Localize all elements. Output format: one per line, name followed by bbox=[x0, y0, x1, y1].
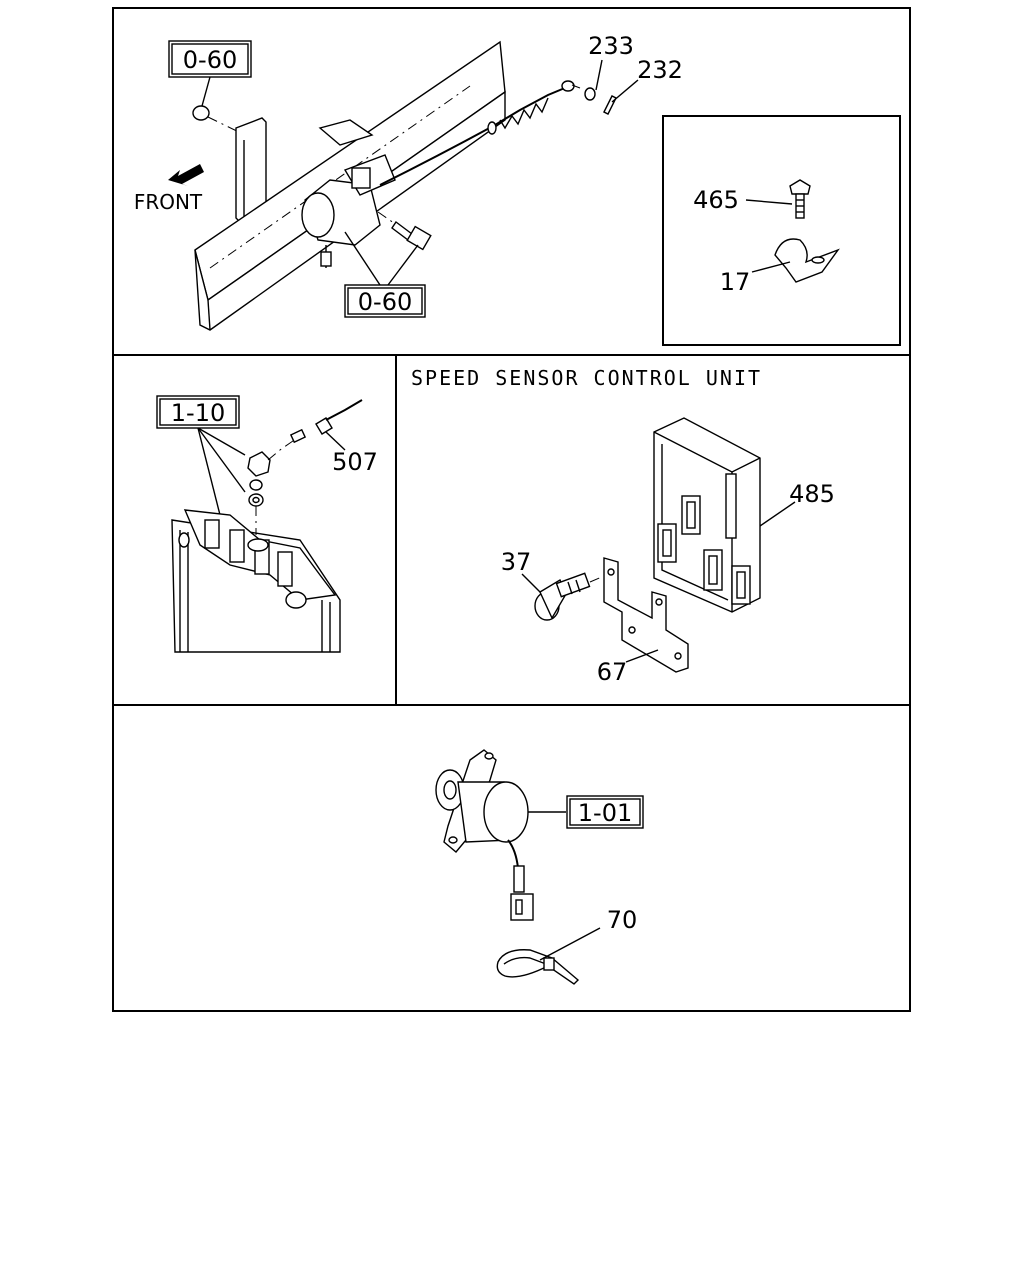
frame-rail-edge bbox=[207, 299, 211, 331]
ref-box-1-01[interactable]: 1-01 bbox=[566, 795, 644, 829]
bracket-67 bbox=[603, 557, 689, 673]
cotter-pin-232 bbox=[603, 95, 617, 115]
sensor-panel: 1-01 70 bbox=[435, 749, 644, 985]
control-unit-title: SPEED SENSOR CONTROL UNIT bbox=[411, 366, 762, 390]
leader-0-60-b bbox=[387, 244, 419, 286]
washer-233 bbox=[584, 87, 596, 101]
cable-tie-70 bbox=[496, 949, 580, 985]
leader-232 bbox=[611, 79, 639, 103]
ref-label-1-10: 1-10 bbox=[171, 399, 225, 427]
leader-70 bbox=[539, 927, 601, 961]
callout-485: 485 bbox=[789, 480, 835, 508]
leader-1-10-b bbox=[197, 427, 246, 493]
front-arrow-icon bbox=[168, 164, 204, 186]
ref-label-1-01: 1-01 bbox=[578, 799, 632, 827]
sensor-wire-507 bbox=[267, 399, 363, 461]
leader-1-10-a bbox=[197, 427, 246, 456]
bolt-0-60 bbox=[377, 211, 432, 251]
temp-sensor bbox=[247, 451, 271, 535]
leader-0-60-a bbox=[344, 231, 381, 286]
throttle-cable bbox=[379, 80, 581, 186]
nut bbox=[192, 105, 210, 121]
callout-465: 465 bbox=[693, 186, 739, 214]
frame-rail-lip bbox=[318, 119, 374, 146]
callout-67: 67 bbox=[597, 658, 628, 686]
speed-sensor-assembly bbox=[301, 154, 396, 268]
callout-233: 233 bbox=[588, 32, 634, 60]
ref-box-0-60-top[interactable]: 0-60 bbox=[168, 40, 252, 78]
callout-507: 507 bbox=[332, 448, 378, 476]
radiator bbox=[171, 509, 341, 653]
leader-233 bbox=[595, 59, 603, 91]
ref-box-1-10[interactable]: 1-10 bbox=[156, 395, 240, 429]
inset-panel: 465 17 bbox=[662, 115, 901, 346]
callout-232: 232 bbox=[637, 56, 683, 84]
leader-67 bbox=[625, 649, 659, 663]
diagram-frame bbox=[112, 7, 911, 1012]
ref-label-0-60-bottom: 0-60 bbox=[358, 288, 412, 316]
callout-70: 70 bbox=[607, 906, 638, 934]
callout-17: 17 bbox=[720, 268, 751, 296]
vehicle-speed-sensor bbox=[435, 749, 534, 921]
control-unit-panel: SPEED SENSOR CONTROL UNIT 485 bbox=[411, 366, 835, 686]
ref-label-0-60-top: 0-60 bbox=[183, 46, 237, 74]
leader-0-60-top bbox=[201, 76, 211, 107]
leader-485 bbox=[759, 501, 796, 527]
clip-17 bbox=[774, 238, 840, 283]
bolt-465 bbox=[789, 179, 811, 219]
bolt-37 bbox=[534, 572, 605, 621]
leader-37 bbox=[521, 573, 541, 593]
control-unit-485 bbox=[653, 417, 761, 613]
top-panel: 0-60 bbox=[134, 32, 683, 331]
leader-1-10-c bbox=[197, 427, 221, 516]
leader-465 bbox=[745, 199, 793, 205]
centerline-nut bbox=[207, 116, 246, 136]
callout-37: 37 bbox=[501, 548, 532, 576]
leader-17 bbox=[751, 261, 791, 273]
front-label: FRONT bbox=[134, 190, 203, 214]
frame-rail-centerline bbox=[209, 85, 471, 269]
ref-box-0-60-bottom[interactable]: 0-60 bbox=[344, 284, 426, 318]
leader-507 bbox=[325, 431, 346, 451]
radiator-panel: 1-10 bbox=[156, 395, 378, 653]
